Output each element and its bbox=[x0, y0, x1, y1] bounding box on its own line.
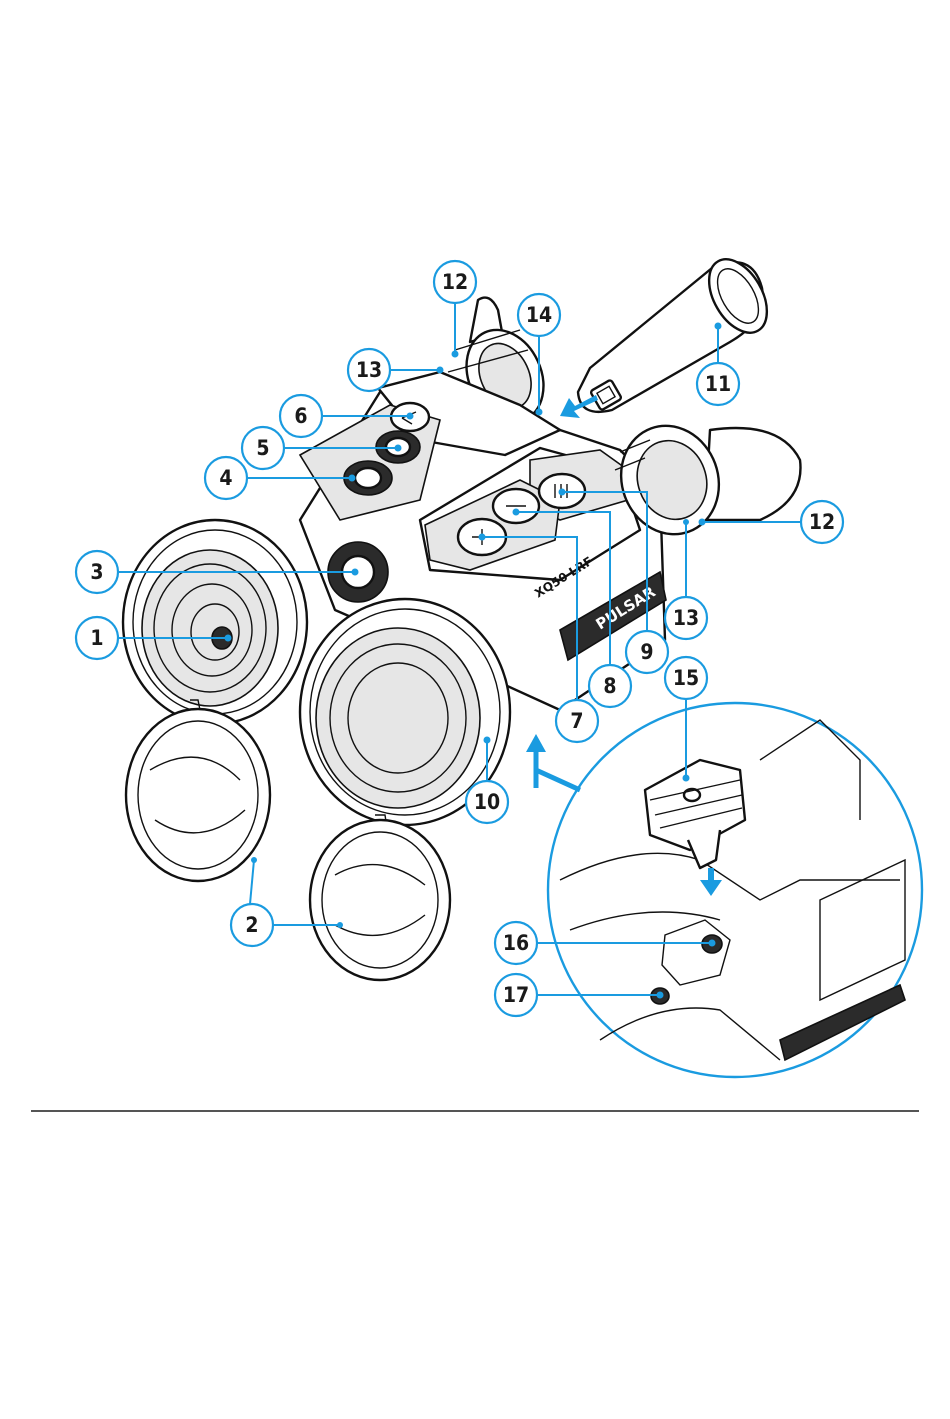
detail-arrow bbox=[536, 750, 580, 790]
callout-label: 17 bbox=[503, 983, 529, 1007]
callout-1: 1 bbox=[76, 617, 118, 659]
callout-6: 6 bbox=[280, 395, 322, 437]
callout-4: 4 bbox=[205, 457, 247, 499]
battery-pack bbox=[578, 249, 779, 412]
callout-label: 9 bbox=[640, 640, 653, 664]
lens-cap-right bbox=[310, 815, 450, 980]
callout-13b: 13 bbox=[665, 597, 707, 639]
callout-label: 12 bbox=[442, 270, 468, 294]
callout-label: 10 bbox=[474, 790, 500, 814]
callout-label: 16 bbox=[503, 931, 529, 955]
callout-label: 3 bbox=[90, 560, 103, 584]
callout-15: 15 bbox=[665, 657, 707, 699]
callout-label: 6 bbox=[294, 404, 307, 428]
callout-label: 5 bbox=[256, 436, 269, 460]
button-down bbox=[493, 489, 539, 523]
callout-9: 9 bbox=[626, 631, 668, 673]
tripod-detail-inset bbox=[548, 703, 922, 1077]
lens-cap-left bbox=[126, 700, 270, 881]
callout-11: 11 bbox=[697, 363, 739, 405]
callout-label: 13 bbox=[356, 358, 382, 382]
callout-label: 8 bbox=[603, 674, 616, 698]
callout-label: 12 bbox=[809, 510, 835, 534]
callout-12b: 12 bbox=[801, 501, 843, 543]
callout-label: 7 bbox=[570, 709, 583, 733]
callout-7: 7 bbox=[556, 700, 598, 742]
callout-12a: 12 bbox=[434, 261, 476, 303]
callout-5: 5 bbox=[242, 427, 284, 469]
callout-13a: 13 bbox=[348, 349, 390, 391]
callout-label: 1 bbox=[90, 626, 103, 650]
page-divider bbox=[31, 1110, 919, 1112]
callout-label: 15 bbox=[673, 666, 699, 690]
callout-14: 14 bbox=[518, 294, 560, 336]
callout-label: 13 bbox=[673, 606, 699, 630]
callout-label: 2 bbox=[245, 913, 258, 937]
detail-arrow-head bbox=[526, 734, 546, 752]
callout-label: 11 bbox=[705, 372, 731, 396]
objective-left bbox=[123, 520, 307, 724]
callout-label: 14 bbox=[526, 303, 552, 327]
callout-10: 10 bbox=[466, 781, 508, 823]
callout-17: 17 bbox=[495, 974, 537, 1016]
callout-8: 8 bbox=[589, 665, 631, 707]
callout-3: 3 bbox=[76, 551, 118, 593]
callout-2: 2 bbox=[231, 904, 273, 946]
callout-label: 4 bbox=[219, 466, 232, 490]
callout-16: 16 bbox=[495, 922, 537, 964]
